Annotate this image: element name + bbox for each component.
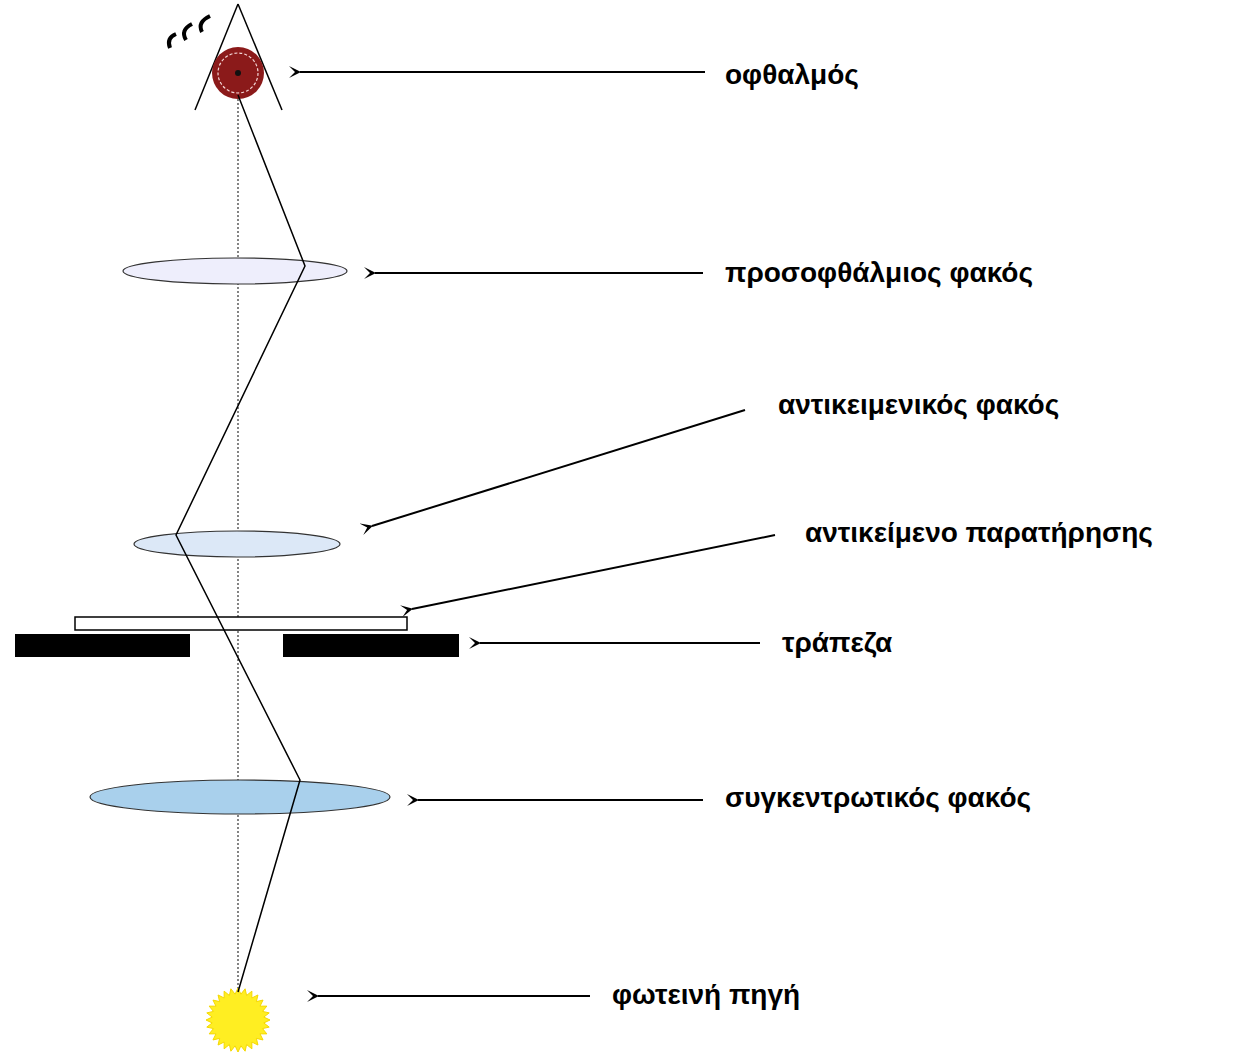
eyepiece-lens [123, 258, 347, 284]
stage-right [283, 634, 459, 657]
part-label: αντικείμενο παρατήρησης [805, 517, 1153, 549]
part-label: προσοφθάλμιος φακός [725, 257, 1033, 289]
specimen-slide [75, 617, 407, 630]
part-label: τράπεζα [782, 627, 892, 659]
light-source [206, 988, 270, 1052]
leader-line [418, 799, 703, 801]
condenser-lens [90, 780, 390, 814]
part-label: αντικειμενικός φακός [778, 389, 1059, 421]
part-label: συγκεντρωτικός φακός [725, 782, 1031, 814]
light-source-star [206, 988, 270, 1052]
stage-left [15, 634, 190, 657]
leader-line [372, 410, 745, 526]
objective-lens [134, 531, 340, 557]
leader-line [480, 642, 760, 644]
part-label: οφθαλμός [725, 59, 859, 91]
part-label: φωτεινή πηγή [612, 979, 800, 1011]
light-ray [176, 95, 305, 992]
leader-line [375, 272, 703, 274]
leader-line [318, 995, 590, 997]
leader-line [412, 535, 775, 609]
eye-symbol [169, 4, 282, 110]
leader-line [300, 71, 705, 73]
